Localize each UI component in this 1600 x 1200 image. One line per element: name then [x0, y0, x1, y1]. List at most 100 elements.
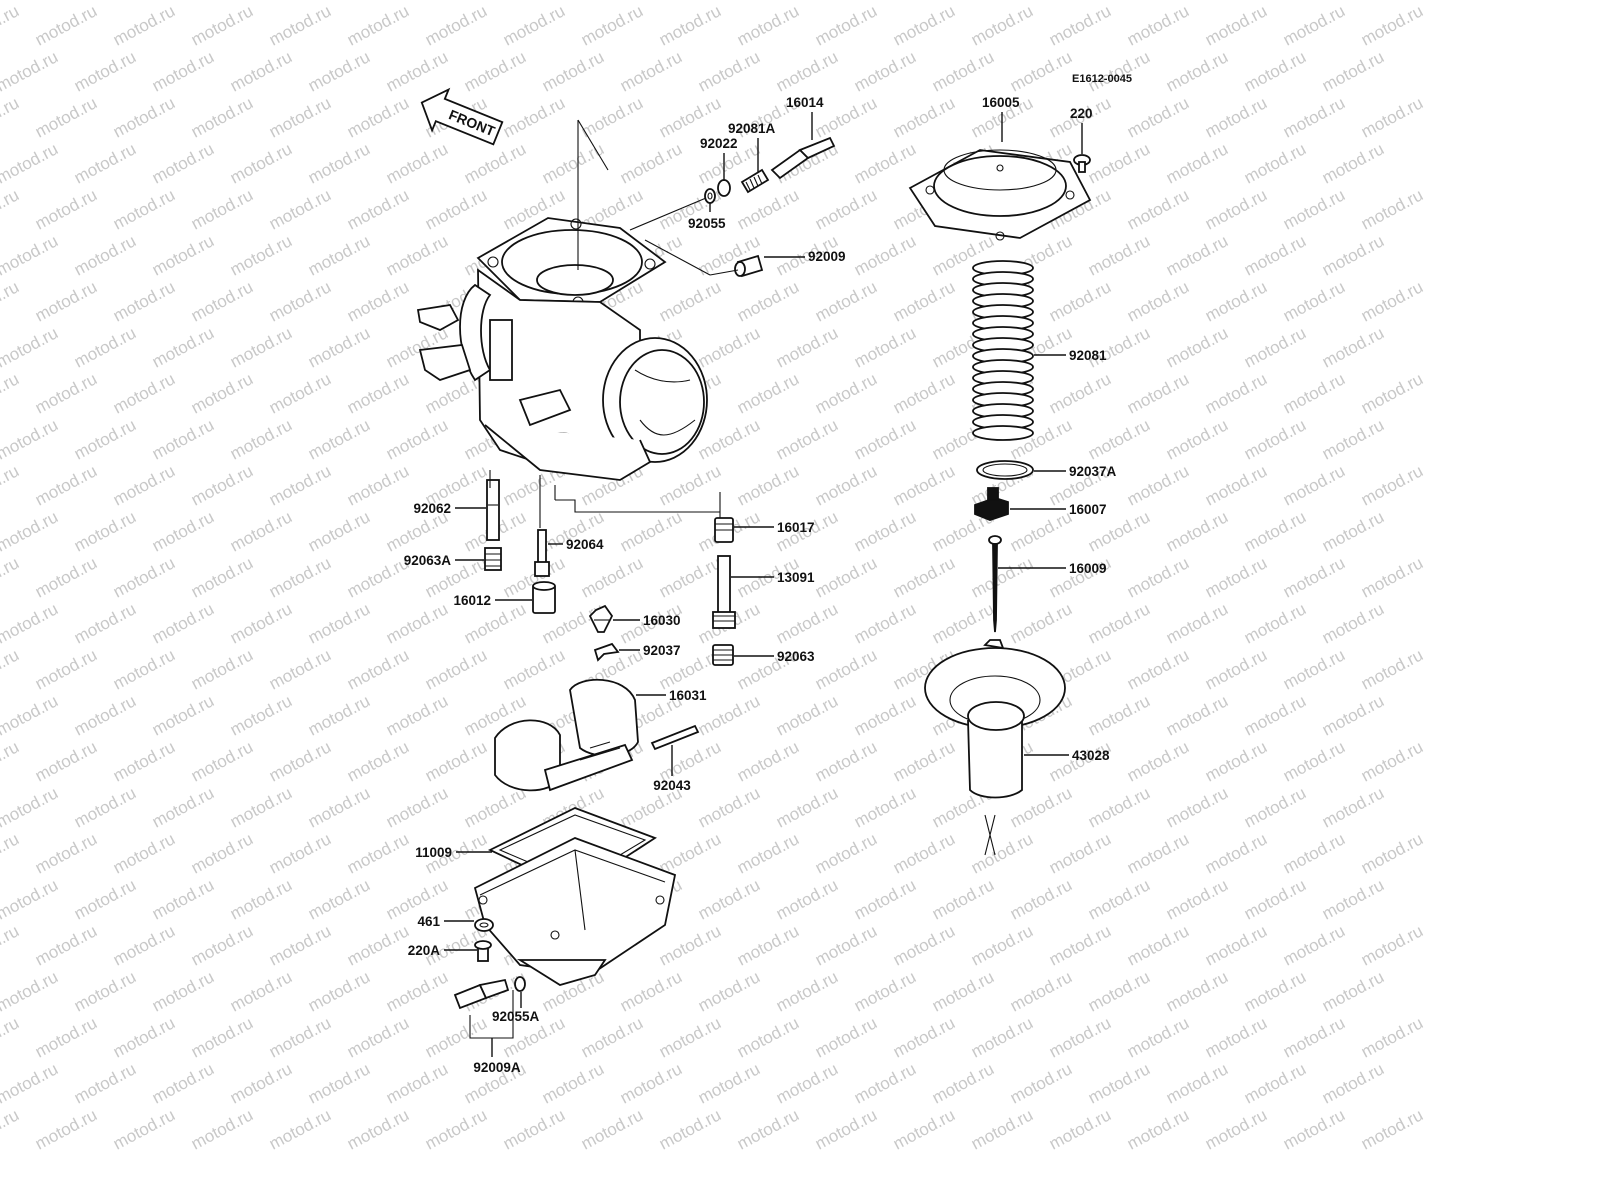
- watermark-text: motod.ru: [1124, 553, 1192, 601]
- watermark-text: motod.ru: [305, 507, 373, 555]
- watermark-text: motod.ru: [149, 875, 217, 923]
- watermark-text: motod.ru: [773, 967, 841, 1015]
- watermark-text: motod.ru: [578, 553, 646, 601]
- watermark-text: motod.ru: [0, 783, 61, 831]
- watermark-text: motod.ru: [422, 737, 490, 785]
- part-callout-92043: 92043: [653, 778, 691, 793]
- watermark-text: motod.ru: [149, 47, 217, 95]
- watermark-text: motod.ru: [305, 231, 373, 279]
- watermark-text: motod.ru: [1124, 829, 1192, 877]
- watermark-text: motod.ru: [1280, 461, 1348, 509]
- watermark-text: motod.ru: [1241, 967, 1309, 1015]
- watermark-text: motod.ru: [227, 231, 295, 279]
- watermark-text: motod.ru: [227, 47, 295, 95]
- watermark-text: motod.ru: [1319, 1059, 1387, 1107]
- watermark-text: motod.ru: [656, 461, 724, 509]
- watermark-text: motod.ru: [890, 1, 958, 49]
- watermark-text: motod.ru: [1202, 461, 1270, 509]
- watermark-text: motod.ru: [1202, 829, 1270, 877]
- watermark-text: motod.ru: [0, 967, 61, 1015]
- watermark-text: motod.ru: [227, 691, 295, 739]
- watermark-text: motod.ru: [71, 1059, 139, 1107]
- watermark-text: motod.ru: [734, 185, 802, 233]
- watermark-text: motod.ru: [656, 1013, 724, 1061]
- watermark-text: motod.ru: [32, 645, 100, 693]
- watermark-text: motod.ru: [305, 0, 373, 4]
- watermark-text: motod.ru: [71, 691, 139, 739]
- watermark-text: motod.ru: [1085, 415, 1153, 463]
- watermark-text: motod.ru: [890, 1013, 958, 1061]
- watermark-text: motod.ru: [71, 599, 139, 647]
- watermark-text: motod.ru: [0, 461, 22, 509]
- watermark-text: motod.ru: [1280, 553, 1348, 601]
- watermark-text: motod.ru: [734, 1105, 802, 1153]
- watermark-text: motod.ru: [383, 967, 451, 1015]
- watermark-text: motod.ru: [1085, 139, 1153, 187]
- part-callout-16012: 16012: [453, 593, 491, 608]
- watermark-text: motod.ru: [344, 277, 412, 325]
- watermark-text: motod.ru: [1280, 921, 1348, 969]
- watermark-text: motod.ru: [32, 1105, 100, 1153]
- watermark-text: motod.ru: [0, 93, 22, 141]
- watermark-text: motod.ru: [0, 507, 61, 555]
- watermark-text: motod.ru: [812, 645, 880, 693]
- watermark-text: motod.ru: [539, 139, 607, 187]
- watermark-text: motod.ru: [773, 1059, 841, 1107]
- watermark-text: motod.ru: [0, 185, 22, 233]
- watermark-text: motod.ru: [812, 553, 880, 601]
- float-bowl: [473, 837, 677, 986]
- watermark-text: motod.ru: [1280, 1, 1348, 49]
- watermark-text: motod.ru: [1163, 1059, 1231, 1107]
- watermark-text: motod.ru: [71, 507, 139, 555]
- watermark-text: motod.ru: [266, 369, 334, 417]
- watermark-text: motod.ru: [1241, 47, 1309, 95]
- part-callout-461: 461: [417, 914, 440, 929]
- watermark-text: motod.ru: [0, 599, 61, 647]
- watermark-text: motod.ru: [188, 921, 256, 969]
- part-callout-92055: 92055: [688, 216, 726, 231]
- watermark-text: motod.ru: [578, 1105, 646, 1153]
- watermark-text: motod.ru: [461, 783, 529, 831]
- part-callout-16031: 16031: [669, 688, 707, 703]
- watermark-text: motod.ru: [1163, 875, 1231, 923]
- watermark-text: motod.ru: [1358, 461, 1426, 509]
- watermark-text: motod.ru: [1319, 415, 1387, 463]
- watermark-text: motod.ru: [188, 645, 256, 693]
- watermark-text: motod.ru: [1007, 1059, 1075, 1107]
- watermark-text: motod.ru: [1319, 0, 1387, 4]
- watermark-text: motod.ru: [149, 139, 217, 187]
- watermark-text: motod.ru: [110, 553, 178, 601]
- watermark-text: motod.ru: [1124, 369, 1192, 417]
- watermark-text: motod.ru: [968, 829, 1036, 877]
- watermark-text: motod.ru: [851, 783, 919, 831]
- watermark-text: motod.ru: [110, 369, 178, 417]
- watermark-text: motod.ru: [1202, 93, 1270, 141]
- watermark-text: motod.ru: [110, 461, 178, 509]
- watermark-text: motod.ru: [1202, 645, 1270, 693]
- part-callout-92063: 92063: [777, 649, 815, 664]
- watermark-text: motod.ru: [0, 277, 22, 325]
- watermark-text: motod.ru: [0, 691, 61, 739]
- watermark-text: motod.ru: [305, 875, 373, 923]
- watermark-text: motod.ru: [1163, 323, 1231, 371]
- watermark-text: motod.ru: [227, 875, 295, 923]
- watermark-text: motod.ru: [71, 47, 139, 95]
- watermark-text: motod.ru: [929, 967, 997, 1015]
- watermark-text: motod.ru: [1163, 691, 1231, 739]
- watermark-text: motod.ru: [1163, 0, 1231, 4]
- watermark-text: motod.ru: [1202, 369, 1270, 417]
- watermark-text: motod.ru: [1085, 1059, 1153, 1107]
- watermark-text: motod.ru: [1202, 553, 1270, 601]
- watermark-text: motod.ru: [149, 0, 217, 4]
- watermark-text: motod.ru: [1241, 231, 1309, 279]
- watermark-text: motod.ru: [383, 0, 451, 4]
- watermark-text: motod.ru: [71, 967, 139, 1015]
- watermark-text: motod.ru: [1202, 1013, 1270, 1061]
- watermark-text: motod.ru: [1319, 875, 1387, 923]
- watermark-text: motod.ru: [617, 967, 685, 1015]
- watermark-text: motod.ru: [1280, 277, 1348, 325]
- watermark-text: motod.ru: [773, 323, 841, 371]
- watermark-text: motod.ru: [500, 645, 568, 693]
- watermark-text: motod.ru: [812, 185, 880, 233]
- watermark-text: motod.ru: [1085, 691, 1153, 739]
